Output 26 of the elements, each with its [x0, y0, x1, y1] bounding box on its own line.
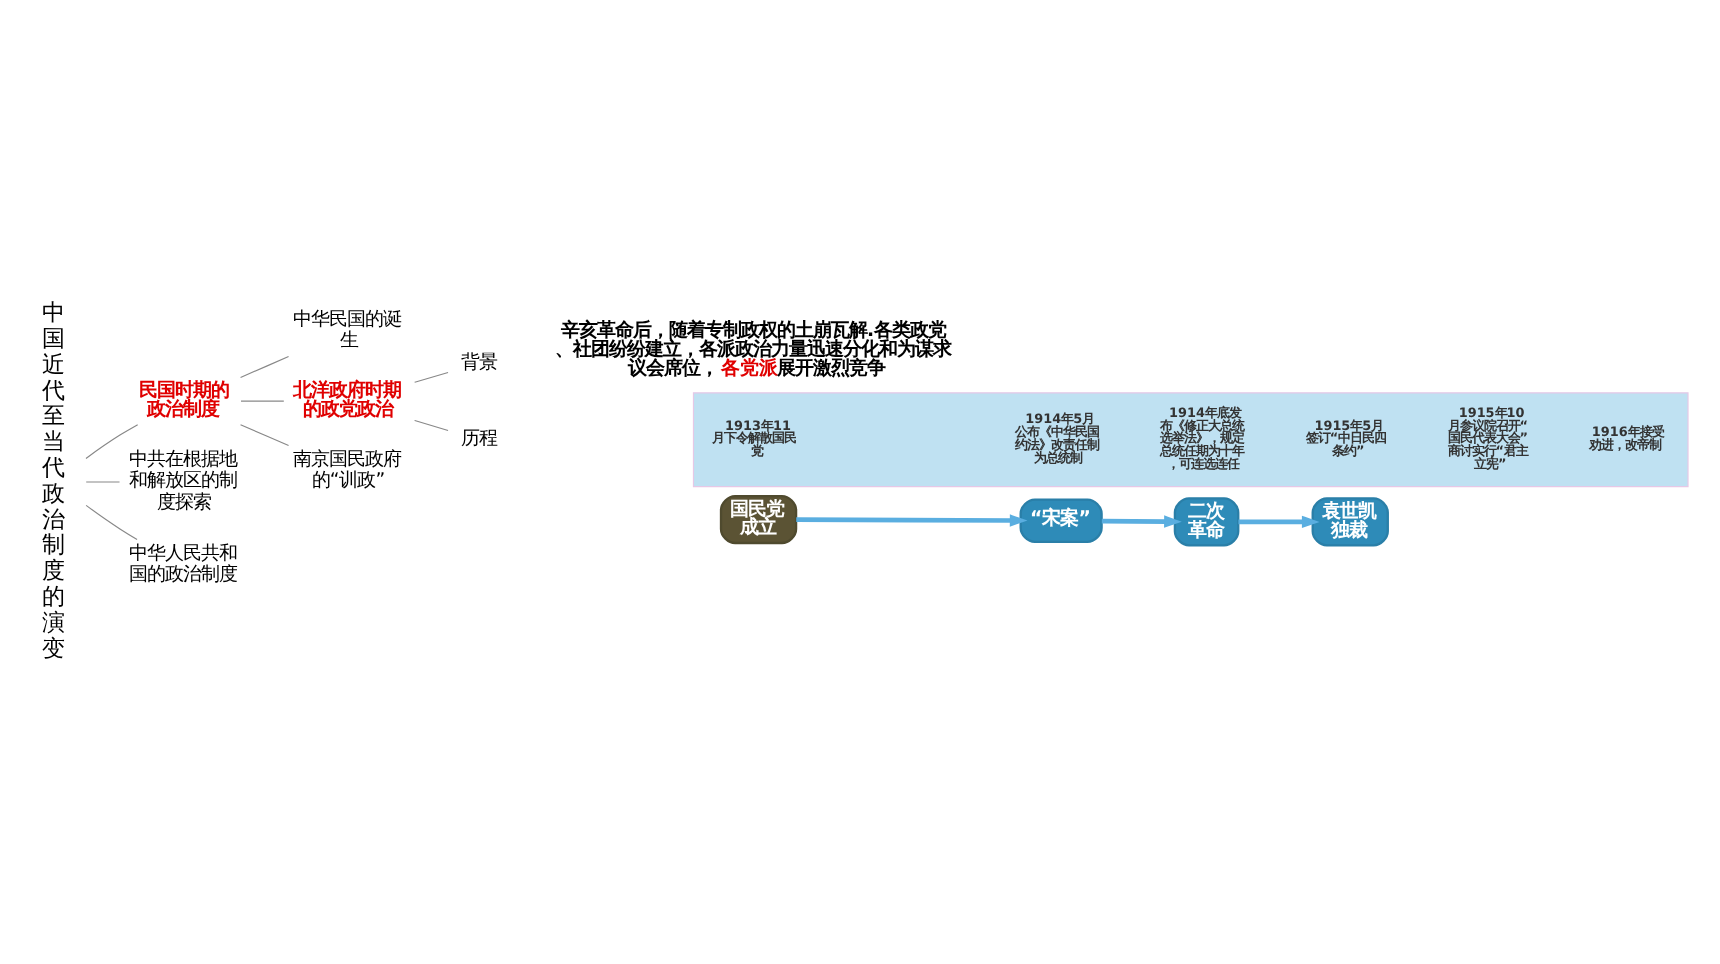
node-text: 中共在根据地和解放区的制度探索	[129, 449, 238, 514]
cluster	[692, 392, 1689, 488]
arrow	[796, 514, 1028, 527]
connector	[239, 424, 290, 447]
node-box: “宋案”	[1019, 498, 1103, 543]
connector	[414, 371, 449, 383]
node-box: 国民党成立	[719, 494, 798, 545]
node-text: 中华民国的诞生	[293, 308, 402, 352]
node-text: 历程	[461, 428, 498, 451]
node-box: 二次革命	[1173, 497, 1240, 547]
node-text: 辛亥革命后，随着专制政权的土崩瓦解.各类政党、社团纷纷建立，各派政治力量迅速分化和为谋求议会席位，各党派展开激烈竞争	[555, 320, 952, 380]
node-text: 中国近代至当代政治制度的演变	[41, 298, 66, 662]
node-text: 北洋政府时期的政党政治	[293, 380, 402, 421]
node-text: 中华人民共和国的政治制度	[129, 543, 238, 587]
node-text: 南京国民政府的“训政”	[293, 449, 402, 493]
arrow	[1101, 515, 1182, 528]
node-text: 背景	[461, 352, 498, 374]
connector	[240, 400, 285, 402]
arrow	[1238, 515, 1320, 529]
node-text: 民国时期的政治制度	[138, 380, 229, 421]
connector	[414, 419, 449, 432]
connector	[85, 481, 121, 483]
connector	[85, 504, 138, 541]
node-box: 袁世凯独裁	[1311, 497, 1389, 547]
connector	[85, 424, 139, 459]
connector	[239, 355, 290, 379]
